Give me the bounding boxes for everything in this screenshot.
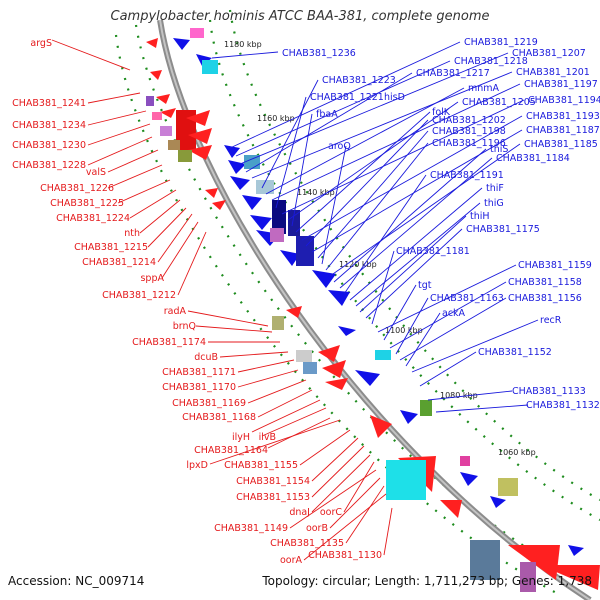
gene-label: CHAB381_1155 <box>224 460 298 471</box>
gene-label: CHAB381_1187 <box>526 125 600 136</box>
gene-label: sppA <box>140 273 164 284</box>
gene-label: CHAB381_1164 <box>194 445 268 456</box>
gene-label: CHAB381_1181 <box>396 246 470 257</box>
gene-label: CHAB381_1149 <box>214 523 288 534</box>
gene-label: thiG <box>484 198 504 209</box>
gene-blocks <box>146 28 536 592</box>
gene-label: thiH <box>470 211 490 222</box>
gene-label: CHAB381_1132 <box>526 400 600 411</box>
gene-label: CHAB381_1224 <box>56 213 130 224</box>
gene-label: tgt <box>418 280 432 291</box>
gene-label: CHAB381_1163 <box>430 293 504 304</box>
genome-title: Campylobacter hominis ATCC BAA-381, comp… <box>110 9 490 24</box>
gene-label: folK <box>432 107 451 118</box>
gene-label: CHAB381_1171 <box>162 367 236 378</box>
gene-label: oorA <box>280 555 303 566</box>
gene-label: CHAB381_1223 <box>322 75 396 86</box>
kbp-tick: 1180 kbp <box>224 40 262 49</box>
gene-label: thiS <box>490 144 508 155</box>
gene-label: CHAB381_1194 <box>528 95 600 106</box>
gene-label: CHAB381_1130 <box>308 550 382 561</box>
gene-label: recR <box>540 315 562 326</box>
gene-label: mnmA <box>468 83 500 94</box>
gene-label: CHAB381_1234 <box>12 120 86 131</box>
gene-label: CHAB381_1191 <box>430 170 504 181</box>
gc-content-ring <box>114 9 600 596</box>
gene-label: dcuB <box>194 352 218 363</box>
gene-label: CHAB381_1170 <box>162 382 236 393</box>
gene-label: CHAB381_1207 <box>512 48 586 59</box>
gene-label: CHAB381_1133 <box>512 386 586 397</box>
gene-label: CHAB381_1196 <box>432 138 506 149</box>
gene-label: CHAB381_1228 <box>12 160 86 171</box>
gene-label: thiF <box>486 183 504 194</box>
gene-label: CHAB381_1212 <box>102 290 176 301</box>
kbp-tick: 1140 kbp <box>297 188 335 197</box>
gene-label: CHAB381_1225 <box>50 198 124 209</box>
gene-label: CHAB381_1198 <box>432 126 506 137</box>
gene-label: ilyH <box>232 432 250 443</box>
gene-label: CHAB381_1221 <box>310 92 384 103</box>
gene-label: CHAB381_1175 <box>466 224 540 235</box>
left-gene-labels: argS CHAB381_1241 CHAB381_1234 CHAB381_1… <box>12 38 382 566</box>
gene-label: CHAB381_1169 <box>172 398 246 409</box>
gene-label: CHAB381_1218 <box>454 56 528 67</box>
gene-label: ilvB <box>259 432 276 443</box>
gene-label: CHAB381_1219 <box>464 37 538 48</box>
gene-label: CHAB381_1184 <box>496 153 570 164</box>
genome-summary-text: Topology: circular; Length: 1,711,273 bp… <box>262 574 592 588</box>
reverse-strand-genes <box>173 38 584 556</box>
gene-label: CHAB381_1158 <box>508 277 582 288</box>
gene-label: CHAB381_1168 <box>182 412 256 423</box>
kbp-tick: 1120 kbp <box>339 260 377 269</box>
gene-label: fbaA <box>316 109 338 120</box>
gene-label: CHAB381_1174 <box>132 337 206 348</box>
kbp-tick: 1160 kbp <box>257 114 295 123</box>
gene-label: CHAB381_1215 <box>74 242 148 253</box>
gene-label: CHAB381_1153 <box>236 492 310 503</box>
gene-label: CHAB381_1156 <box>508 293 582 304</box>
gene-label: argS <box>30 38 52 49</box>
gene-label: CHAB381_1159 <box>518 260 592 271</box>
gene-label: aroQ <box>328 141 351 152</box>
gene-label: CHAB381_1154 <box>236 476 310 487</box>
gene-label: CHAB381_1226 <box>40 183 114 194</box>
gene-label: CHAB381_1236 <box>282 48 356 59</box>
gene-label: valS <box>86 167 106 178</box>
gene-label: CHAB381_1152 <box>478 347 552 358</box>
right-connectors <box>211 41 539 413</box>
gene-label: hisD <box>384 92 405 103</box>
gene-label: CHAB381_1205 <box>462 97 536 108</box>
kbp-tick: 1100 kbp <box>385 326 423 335</box>
gene-label: CHAB381_1135 <box>270 538 344 549</box>
gene-label: radA <box>164 306 187 317</box>
gene-label: CHAB381_1197 <box>524 79 598 90</box>
gene-label: CHAB381_1241 <box>12 98 86 109</box>
gene-label: CHAB381_1230 <box>12 140 86 151</box>
gene-label: CHAB381_1217 <box>416 68 490 79</box>
gene-label: ackA <box>442 308 466 319</box>
gene-label: CHAB381_1201 <box>516 67 590 78</box>
right-gene-labels: CHAB381_1219 CHAB381_1236 CHAB381_1218 C… <box>282 37 600 411</box>
gene-label: dnaJ <box>289 507 310 518</box>
kbp-tick: 1060 kbp <box>498 448 536 457</box>
gene-label: oorC <box>320 507 343 518</box>
kbp-tick: 1080 kbp <box>440 391 478 400</box>
left-connectors <box>51 39 393 561</box>
gene-label: oorB <box>306 523 328 534</box>
gene-label: brnQ <box>173 321 196 332</box>
accession-text: Accession: NC_009714 <box>8 574 145 588</box>
gene-label: lpxD <box>186 460 208 471</box>
gene-label: nth <box>124 228 140 239</box>
gene-label: CHAB381_1214 <box>82 257 156 268</box>
gene-label: CHAB381_1185 <box>524 139 598 150</box>
gene-label: CHAB381_1193 <box>526 111 600 122</box>
kbp-ticks: 1180 kbp 1160 kbp 1140 kbp 1120 kbp 1100… <box>224 40 536 457</box>
gene-label: CHAB381_1202 <box>432 115 506 126</box>
